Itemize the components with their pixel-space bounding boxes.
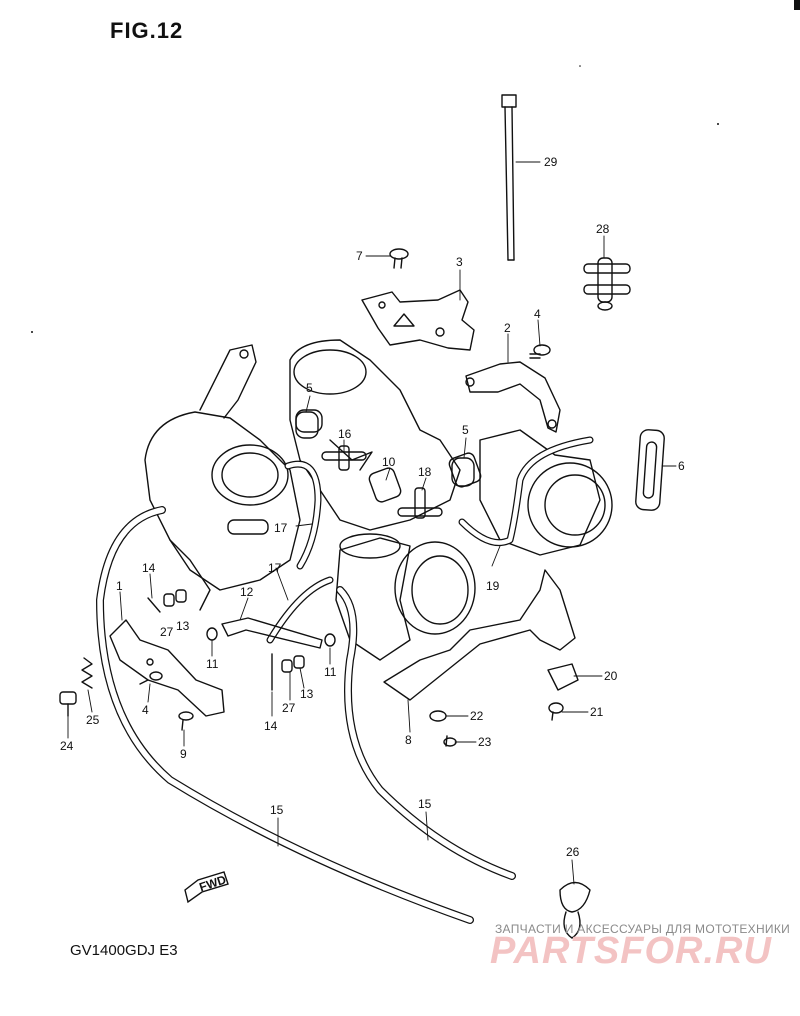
hose-part [285,461,321,569]
rod-part [221,617,323,649]
screw-part [59,691,77,717]
hose-part [266,576,334,644]
callout-5: 5 [462,423,469,437]
callout-19: 19 [486,579,500,593]
callout-13: 13 [176,619,190,633]
hose-part [96,506,474,924]
joint-part [583,257,631,311]
screw-part [443,735,457,747]
callout-4: 4 [534,307,541,321]
callout-24: 24 [60,739,74,753]
callout-14: 14 [264,719,278,733]
carburetor-right [479,429,613,556]
callout-18: 18 [418,465,432,479]
t-joint-part [397,487,443,519]
callout-10: 10 [382,455,396,469]
bracket-part [383,569,576,701]
screw-part [548,702,564,721]
callout-5: 5 [306,381,313,395]
clip-part [547,663,579,691]
watermark-logo: PARTSFOR.RU [490,930,772,972]
cap-part [451,457,475,487]
hose-part [459,437,593,545]
callout-14: 14 [142,561,156,575]
callout-6: 6 [678,459,685,473]
callout-26: 26 [566,845,580,859]
model-code: GV1400GDJ E3 [70,942,178,959]
callout-15: 15 [418,797,432,811]
callout-3: 3 [456,255,463,269]
scan-specks [31,65,719,333]
fig-title: FIG.12 [110,18,184,43]
callout-11: 11 [206,657,219,671]
callout-8: 8 [405,733,412,747]
callout-17: 17 [274,521,288,535]
callout-13: 13 [300,687,314,701]
edge-mark [794,0,800,10]
callout-27: 27 [160,625,174,639]
watermark-tagline: ЗАПЧАСТИ И АКСЕССУАРЫ ДЛЯ МОТОТЕХНИКИ [495,922,791,936]
washer-part [429,710,447,722]
callout-15: 15 [270,803,284,817]
callout-21: 21 [590,705,604,719]
callout-23: 23 [478,735,492,749]
bracket-part [361,289,475,351]
hose-part [97,507,473,923]
callout-28: 28 [596,222,610,236]
callout-2: 2 [504,321,511,335]
screw-part [178,711,194,731]
spring-part [81,657,93,689]
pin-part [147,597,161,613]
callout-11: 11 [324,665,337,679]
callout-12: 12 [240,585,254,599]
cable-tie-part [501,94,517,261]
spacer-part [293,655,305,669]
leader-lines [67,161,677,885]
fwd-label: FWD [197,872,228,894]
washer-part [206,627,218,641]
callout-labels: 29 28 7 3 4 2 5 16 5 10 18 6 17 17 19 14… [60,155,685,859]
spacer-part [163,593,175,607]
bolt-part [139,671,163,685]
carburetor-lower [335,533,476,661]
callout-17: 17 [268,561,282,575]
spacer-part [281,659,293,673]
hose-part [337,587,515,879]
callout-16: 16 [338,427,352,441]
screw-part [389,248,409,269]
callout-27: 27 [282,701,296,715]
callout-29: 29 [544,155,558,169]
washer-part [324,633,336,647]
callout-20: 20 [604,669,618,683]
callout-1: 1 [116,579,123,593]
cap-part [295,411,319,439]
bracket-part [109,619,225,717]
callout-7: 7 [356,249,363,263]
callout-4: 4 [142,703,149,717]
carburetor-left [144,344,301,611]
plate-part [635,429,665,511]
hose-part [458,436,594,547]
hose-part [267,577,333,643]
callout-25: 25 [86,713,100,727]
fwd-arrow-icon [184,871,229,904]
bolt-part [529,344,551,359]
spring-clip-part [559,881,591,939]
callout-22: 22 [470,709,484,723]
callout-9: 9 [180,747,187,761]
spacer-part [175,589,187,603]
bracket-part [465,361,561,433]
